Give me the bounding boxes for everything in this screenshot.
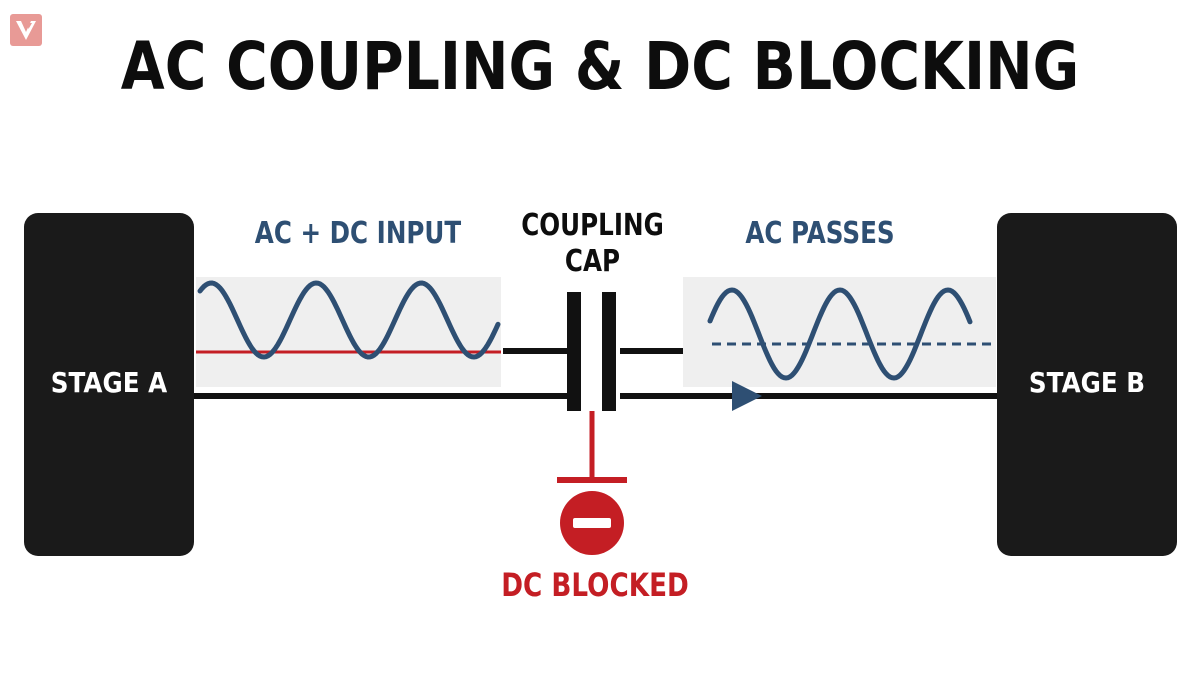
signal-direction-arrow [732, 381, 762, 411]
brand-logo-icon [10, 14, 42, 46]
stage-b-label: STAGE B [1028, 366, 1146, 399]
input-ac-wave [197, 280, 501, 360]
coupling-cap-label: COUPLING CAP [517, 208, 669, 280]
output-signal-label: AC PASSES [745, 216, 895, 251]
page-title: AC COUPLING & DC BLOCKING [120, 28, 1080, 105]
input-signal-label: AC + DC INPUT [254, 216, 462, 251]
stage-a-block: STAGE A [24, 213, 194, 556]
capacitor-plate-right [602, 292, 616, 411]
output-ac-wave [707, 287, 973, 381]
capacitor-plate-left [567, 292, 581, 411]
dc-blocked-label: DC BLOCKED [501, 566, 689, 604]
output-signal-panel [683, 277, 996, 387]
stage-a-label: STAGE A [50, 366, 168, 399]
stage-b-block: STAGE B [997, 213, 1177, 556]
blocked-icon-minus [573, 518, 611, 528]
coupling-cap-label-text: COUPLING CAP [521, 208, 664, 279]
